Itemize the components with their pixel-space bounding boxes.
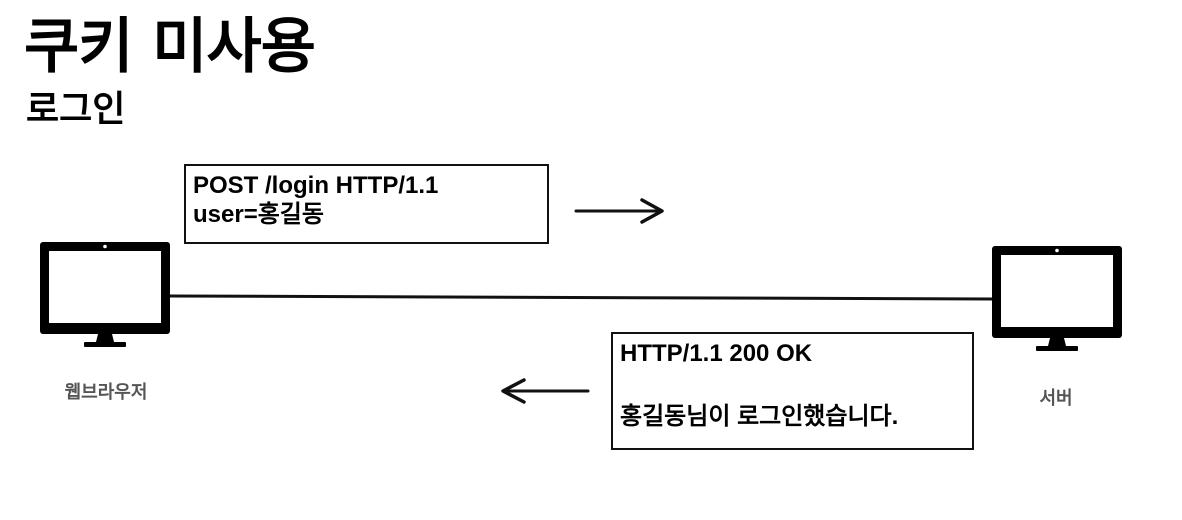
client-monitor-icon [40, 242, 170, 347]
server-monitor-icon [992, 246, 1122, 351]
response-body: 홍길동님이 로그인했습니다. [620, 402, 899, 430]
connection-line [168, 294, 994, 301]
arrow-right-icon [574, 198, 664, 224]
request-message-box: POST /login HTTP/1.1 user=홍길동 [184, 164, 549, 244]
arrow-left-icon [501, 378, 590, 404]
response-status-line: HTTP/1.1 200 OK [620, 340, 813, 367]
request-body: user=홍길동 [193, 200, 324, 228]
page-subtitle: 로그인 [26, 89, 126, 130]
client-label: 웹브라우저 [64, 382, 148, 403]
response-message-box: HTTP/1.1 200 OK 홍길동님이 로그인했습니다. [611, 332, 974, 450]
server-label: 서버 [1039, 388, 1073, 409]
request-line: POST /login HTTP/1.1 [193, 172, 439, 199]
page-title: 쿠키 미사용 [24, 12, 316, 82]
response-spacer [620, 369, 972, 403]
